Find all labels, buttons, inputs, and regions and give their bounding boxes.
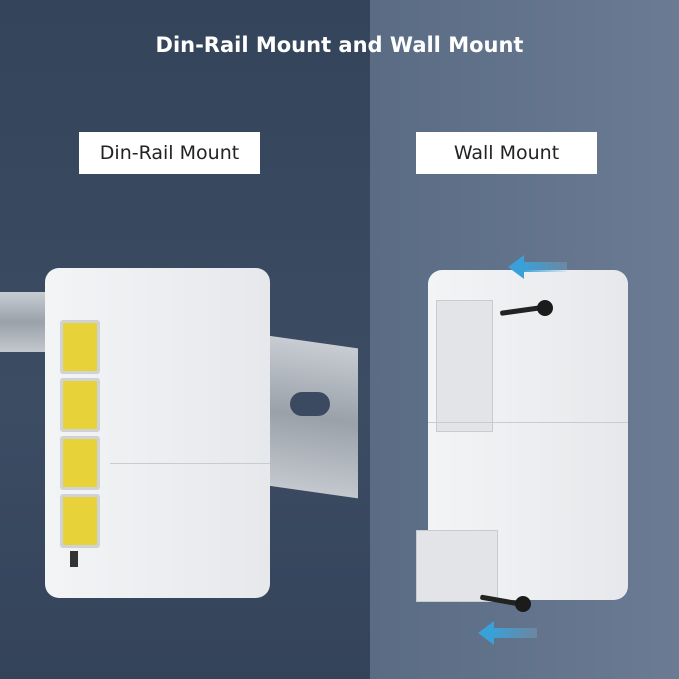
power-jack: [70, 551, 78, 567]
seam: [428, 422, 628, 423]
switch-device-wall: [416, 270, 628, 602]
arrow-left-icon: [508, 255, 567, 279]
arrow-left-icon: [478, 621, 537, 645]
seam: [110, 463, 270, 464]
ethernet-port-2: [60, 378, 100, 432]
din-rail-label: Din-Rail Mount: [79, 132, 260, 174]
screw-head-top: [537, 300, 553, 316]
wall-mount-label: Wall Mount: [416, 132, 597, 174]
ethernet-port-4: [60, 494, 100, 548]
din-clip-bottom: [416, 530, 498, 602]
screw-head-bottom: [515, 596, 531, 612]
ethernet-port-3: [60, 436, 100, 490]
din-rail-right: [268, 335, 358, 499]
page-title: Din-Rail Mount and Wall Mount: [155, 33, 524, 57]
rail-slot: [290, 392, 330, 416]
switch-device-din: [45, 268, 270, 598]
din-clip-top: [436, 300, 493, 432]
ethernet-port-1: [60, 320, 100, 374]
